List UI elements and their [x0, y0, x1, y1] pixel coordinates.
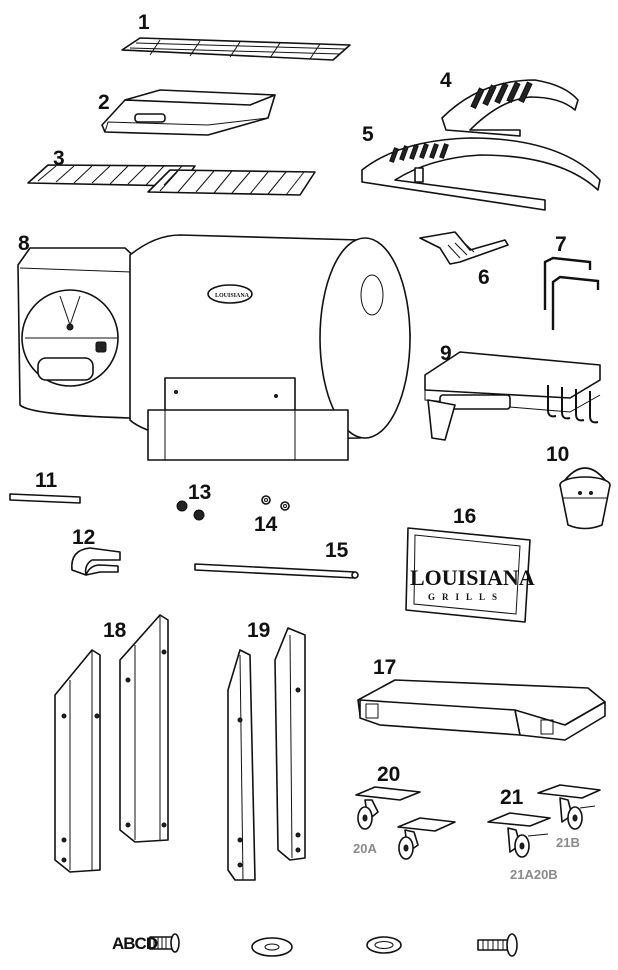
part-15-axle [194, 563, 359, 579]
label-part-10: 10 [546, 443, 570, 466]
hardware-lock-washer-c [366, 936, 402, 954]
part-3-cooking-grates [27, 164, 316, 196]
part-19-right-legs [227, 627, 306, 881]
part-6-bracket [419, 231, 509, 265]
part-18-left-legs [54, 614, 169, 873]
part-4-small-lid [441, 79, 579, 137]
label-part-1: 1 [138, 11, 150, 34]
part-17-bottom-shelf [357, 679, 606, 741]
part-2-drip-tray [101, 89, 276, 136]
hardware-screw-d [477, 933, 518, 957]
label-part-3: 3 [53, 147, 65, 170]
label-part-12: 12 [72, 526, 96, 549]
part-13-caps [176, 500, 205, 521]
hardware-bolt-a [149, 933, 180, 953]
part-11-handle [9, 493, 81, 504]
label-part-11: 11 [35, 469, 58, 492]
label-part-21: 21 [500, 786, 524, 809]
part-5-main-lid [361, 137, 601, 211]
part-10-bucket [559, 467, 611, 530]
label-part-13: 13 [188, 481, 212, 504]
brand-name: LOUISIANA [410, 565, 535, 590]
label-part-18: 18 [103, 619, 127, 642]
label-part-14: 14 [254, 513, 278, 536]
part-14-washers [261, 495, 290, 511]
label-part-5: 5 [362, 123, 374, 146]
part-8-grill-body: LOUISIANA [17, 234, 411, 461]
label-part-20a: 20A [353, 841, 377, 856]
part-21-locking-casters [487, 784, 601, 858]
svg-text:LOUISIANA: LOUISIANA [215, 293, 250, 299]
label-part-6: 6 [478, 266, 490, 289]
hardware-label: ABCD [112, 934, 158, 953]
part-1-upper-rack [121, 37, 351, 61]
part-16-logo-plate: LOUISIANA GRILLS [405, 527, 535, 623]
part-20-casters [355, 786, 456, 860]
label-part-17: 17 [373, 656, 397, 679]
label-part-16: 16 [453, 505, 477, 528]
label-part-2: 2 [98, 91, 110, 114]
brand-tagline: GRILLS [428, 592, 504, 602]
label-part-8: 8 [18, 232, 30, 255]
part-9-side-shelf [424, 351, 601, 441]
label-part-15: 15 [325, 539, 349, 562]
label-part-21b: 21B [556, 835, 580, 850]
label-part-4: 4 [440, 69, 452, 92]
label-part-9: 9 [440, 342, 452, 365]
label-part-7: 7 [555, 233, 567, 256]
label-part-20: 20 [377, 763, 401, 786]
part-12-handle-brackets [71, 547, 121, 576]
label-part-21a20b: 21A20B [510, 867, 558, 882]
label-part-19: 19 [247, 619, 271, 642]
hardware-washer-b [251, 937, 293, 957]
part-7-probe-rods [543, 256, 600, 330]
